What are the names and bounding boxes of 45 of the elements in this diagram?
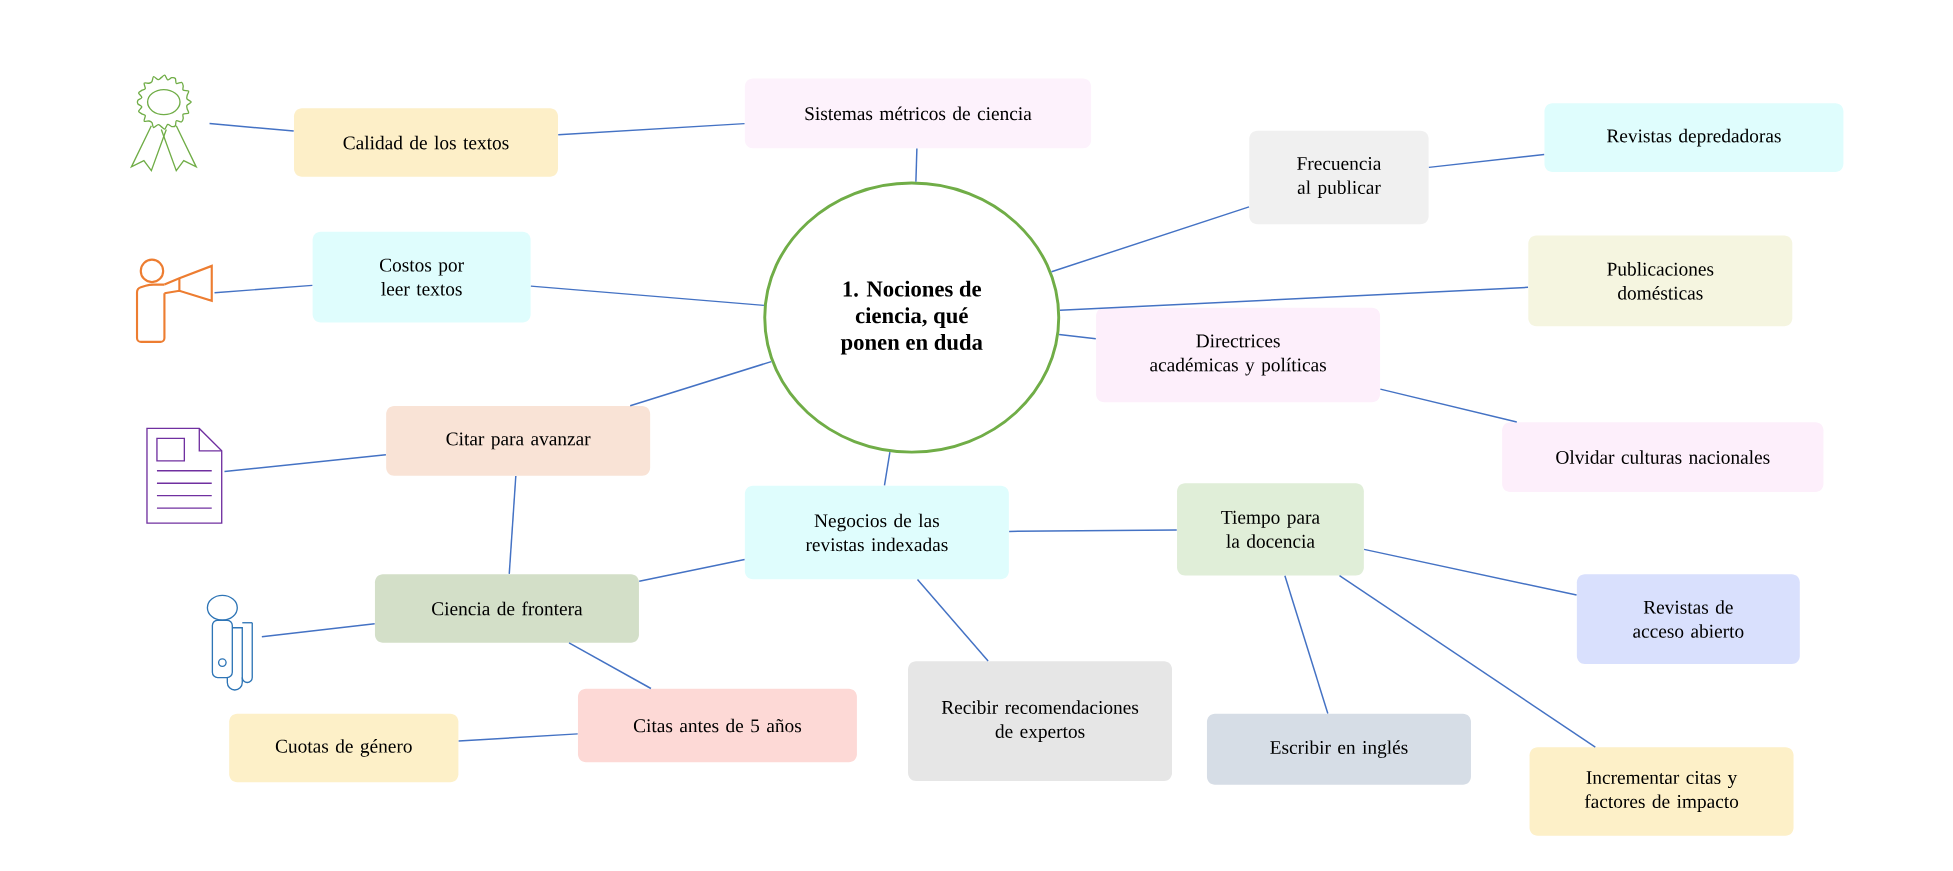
topic-box: Citas antes de 5 años — [577, 688, 857, 763]
award-icon — [129, 74, 198, 173]
connector-line — [457, 733, 579, 742]
connector-line — [261, 623, 376, 638]
connector-line — [557, 123, 746, 136]
connector-line — [1428, 153, 1545, 169]
topic-box: Sistemas métricos de ciencia — [744, 78, 1092, 149]
connector-line — [508, 475, 517, 575]
topic-box: Incrementar citas y factores de impacto — [1529, 747, 1794, 836]
topic-box: Ciencia de frontera — [374, 574, 639, 643]
topic-box: Revistas depredadoras — [1544, 103, 1844, 173]
topic-box: Escribir en inglés — [1206, 713, 1471, 785]
topic-box: Tiempo para la docencia — [1177, 483, 1364, 576]
topic-box: Costos por leer textos — [312, 231, 531, 323]
topic-box: Cuotas de género — [229, 713, 459, 783]
connector-line — [568, 642, 652, 690]
topic-box: Frecuencia al publicar — [1249, 130, 1429, 225]
topic-box: Publicaciones domésticas — [1528, 235, 1793, 327]
megaphone-person-icon — [135, 258, 213, 344]
connector-line — [883, 451, 891, 487]
topic-box: Negocios de las revistas indexadas — [744, 485, 1009, 580]
topic-box: Citar para avanzar — [386, 406, 651, 476]
topic-box: Revistas de acceso abierto — [1576, 574, 1800, 665]
connector-line — [213, 284, 314, 294]
connector-line — [638, 559, 746, 583]
connector-line — [1363, 548, 1578, 596]
connector-line — [1008, 529, 1178, 533]
usb-device-icon — [206, 594, 253, 691]
document-icon — [146, 427, 223, 524]
connector-line — [916, 578, 989, 662]
connector-line — [1050, 206, 1250, 273]
topic-box: Recibir recomendaciones de expertos — [908, 661, 1173, 782]
topic-box: Olvidar culturas nacionales — [1502, 422, 1824, 493]
connector-line — [1338, 575, 1596, 748]
connector-line — [629, 361, 772, 407]
connector-line — [223, 454, 387, 473]
connector-line — [1059, 286, 1529, 312]
topic-box: Calidad de los textos — [294, 108, 558, 178]
connector-line — [208, 123, 295, 132]
connector-line — [1284, 575, 1329, 715]
connector-line — [1379, 388, 1518, 423]
topic-box: Directrices académicas y políticas — [1096, 307, 1381, 403]
connector-line — [1058, 333, 1097, 340]
connector-line — [530, 285, 765, 307]
connector-line — [915, 147, 918, 183]
